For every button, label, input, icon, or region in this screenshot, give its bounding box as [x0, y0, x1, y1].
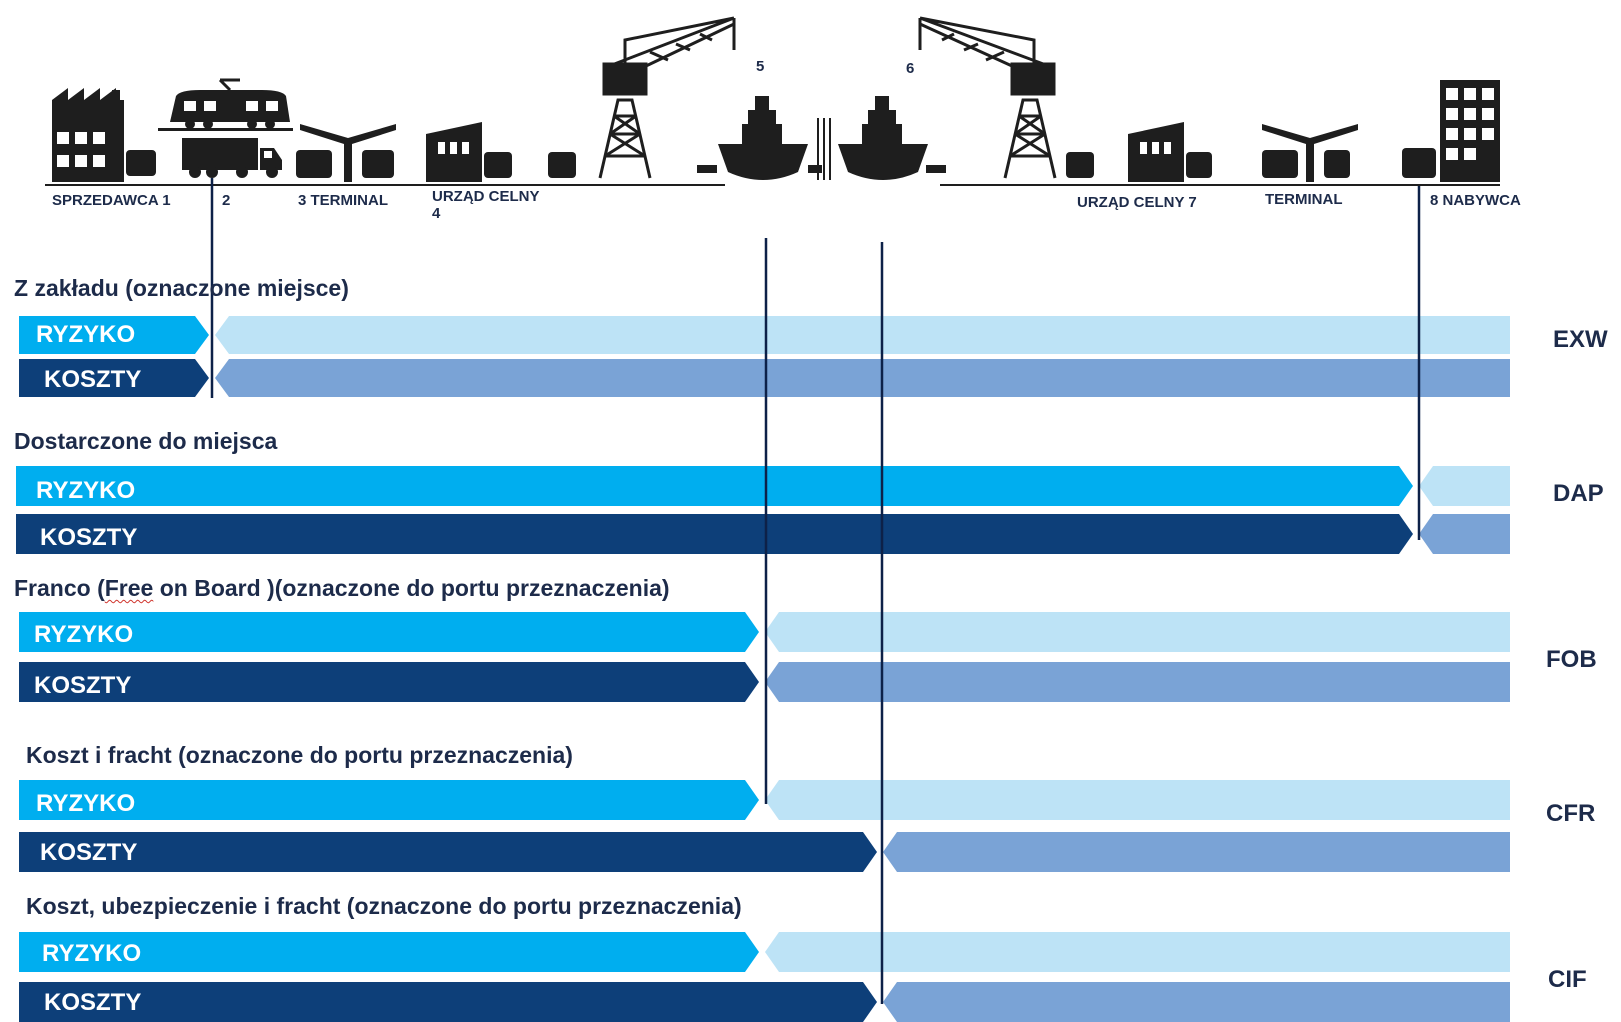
ship-icon-right: [838, 96, 946, 180]
ship-icon-left: [697, 96, 822, 180]
cost-label-cif: KOSZTY: [44, 989, 142, 1016]
risk-label-cif: RYZYKO: [42, 940, 142, 967]
term-code-exw: EXW: [1553, 326, 1608, 353]
cost-label-exw: KOSZTY: [44, 366, 142, 393]
stop-label-5: 5: [756, 58, 765, 75]
risk-label-cfr: RYZYKO: [36, 790, 136, 817]
risk-seller-bar-cfr: [19, 780, 759, 820]
buyer-building-icon: [1402, 80, 1500, 182]
stop-label-customs-4: URZĄD CELNY: [432, 188, 540, 205]
term-code-fob: FOB: [1546, 646, 1597, 673]
cost-seller-bar-cfr: [19, 832, 877, 872]
term-code-cfr: CFR: [1546, 800, 1596, 827]
risk-buyer-bar-dap: [1419, 466, 1510, 506]
risk-seller-bar-dap: [16, 466, 1413, 506]
crane-icon-left: [598, 16, 736, 179]
cost-seller-bar-dap: [16, 514, 1413, 554]
cost-buyer-bar-cfr: [883, 832, 1510, 872]
cost-seller-bar-fob: [19, 662, 759, 702]
factory-icon: [52, 88, 156, 182]
train-icon: [158, 78, 293, 131]
quay-divider: [817, 118, 831, 180]
customs-office-icon: [426, 122, 576, 182]
risk-label-fob: RYZYKO: [34, 621, 134, 648]
cost-label-fob: KOSZTY: [34, 672, 132, 699]
risk-seller-bar-exw: [19, 316, 209, 354]
terminal-icon-right: [1262, 124, 1358, 182]
cost-buyer-bar-exw: [215, 359, 1510, 397]
risk-label-dap: RYZYKO: [36, 477, 136, 504]
stop-label-2: 2: [222, 192, 231, 209]
cost-buyer-bar-dap: [1419, 514, 1510, 554]
customs-office-icon-right: [1066, 122, 1212, 182]
stop-label-buyer: 8 NABYWCA: [1430, 192, 1521, 209]
cost-seller-bar-cif: [19, 982, 877, 1022]
cost-buyer-bar-fob: [765, 662, 1510, 702]
cost-seller-bar-exw: [19, 359, 209, 397]
term-title-cif: Koszt, ubezpieczenie i fracht (oznaczone…: [26, 893, 742, 919]
term-code-dap: DAP: [1553, 480, 1604, 507]
term-code-cif: CIF: [1548, 966, 1587, 993]
cost-label-cfr: KOSZTY: [40, 839, 138, 866]
crane-icon-right: [918, 16, 1057, 179]
ground-line: [45, 184, 725, 186]
risk-seller-bar-fob: [19, 612, 759, 652]
risk-label-exw: RYZYKO: [36, 321, 136, 348]
stop-label-customs-4-number: 4: [432, 205, 441, 222]
term-title-cfr: Koszt i fracht (oznaczone do portu przez…: [26, 742, 573, 768]
term-title-exw: Z zakładu (oznaczone miejsce): [14, 275, 349, 301]
risk-seller-bar-cif: [19, 932, 759, 972]
stop-label-customs-7: URZĄD CELNY 7: [1077, 194, 1197, 211]
stop-label-6: 6: [906, 60, 915, 77]
stop-label-terminal: TERMINAL: [1265, 191, 1343, 208]
risk-buyer-bar-cfr: [765, 780, 1510, 820]
ground-line-right: [940, 184, 1500, 186]
risk-buyer-bar-fob: [765, 612, 1510, 652]
term-title-fob: Franco (Free on Board )(oznaczone do por…: [14, 575, 670, 601]
stop-label-seller: SPRZEDAWCA 1: [52, 192, 171, 209]
cost-buyer-bar-cif: [883, 982, 1510, 1022]
risk-buyer-bar-exw: [215, 316, 1510, 354]
term-title-dap: Dostarczone do miejsca: [14, 428, 278, 454]
terminal-icon: [296, 124, 396, 182]
cost-label-dap: KOSZTY: [40, 524, 138, 551]
stop-label-terminal-3: 3 TERMINAL: [298, 192, 388, 209]
risk-buyer-bar-cif: [765, 932, 1510, 972]
truck-icon: [182, 138, 282, 178]
